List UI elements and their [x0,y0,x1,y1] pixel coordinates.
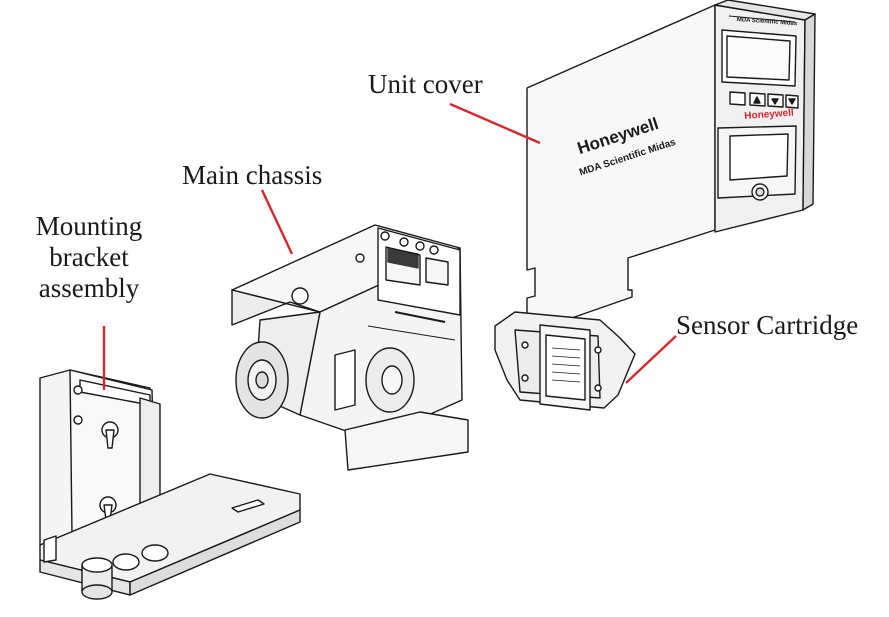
label-main-chassis: Main chassis [182,160,323,190]
label-mounting-bracket: Mounting bracket assembly [20,211,158,304]
leader-unit-cover [449,102,541,145]
mounting-bracket-assembly [39,369,301,600]
unit-cover [522,0,816,336]
leader-main-chassis [260,189,294,255]
label-mounting-line-3: assembly [38,273,140,303]
leader-sensor-cartridge [625,335,677,384]
label-unit-cover: Unit cover [368,69,483,99]
label-sensor-cartridge: Sensor Cartridge [676,310,859,340]
leader-lines [102,102,677,390]
sensor-cartridge [494,311,636,411]
label-mounting-line-2: bracket [49,242,129,272]
label-mounting-line-1: Mounting [35,211,143,241]
main-chassis [231,224,469,471]
